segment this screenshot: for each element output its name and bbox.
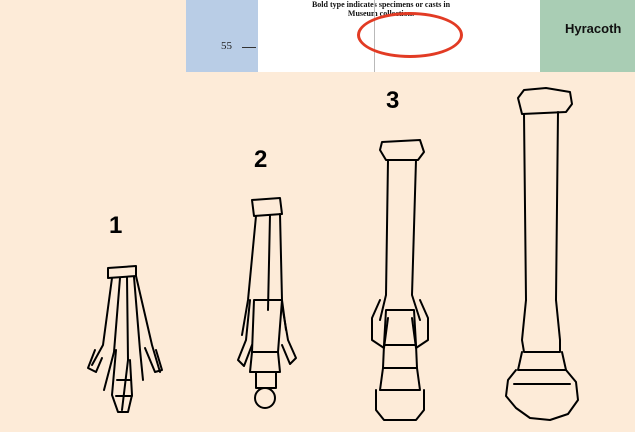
foot-3-drawing [372,140,428,420]
foot-2-drawing [238,198,296,408]
foot-4-drawing [506,88,578,420]
foot-1-drawing [88,266,162,412]
